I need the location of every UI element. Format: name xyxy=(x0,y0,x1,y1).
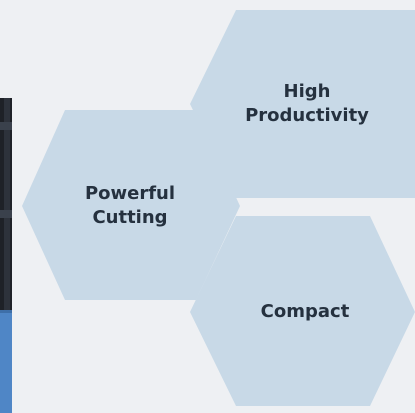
hexagon-cutting-label: Powerful Cutting xyxy=(85,182,175,230)
hexagon-cutting xyxy=(22,110,240,300)
hexagon-productivity xyxy=(190,10,415,198)
productivity-line-1: High xyxy=(283,81,331,102)
productivity-line-2: Productivity xyxy=(245,105,369,126)
hexagon-productivity-label: High Productivity xyxy=(245,80,369,128)
cutting-line-2: Cutting xyxy=(92,207,168,228)
machine-image xyxy=(0,98,12,413)
cutting-line-1: Powerful xyxy=(84,183,176,204)
hexagon-compact xyxy=(190,216,415,406)
compact-line-1: Compact xyxy=(260,301,350,322)
hexagon-compact-label: Compact xyxy=(261,300,350,324)
